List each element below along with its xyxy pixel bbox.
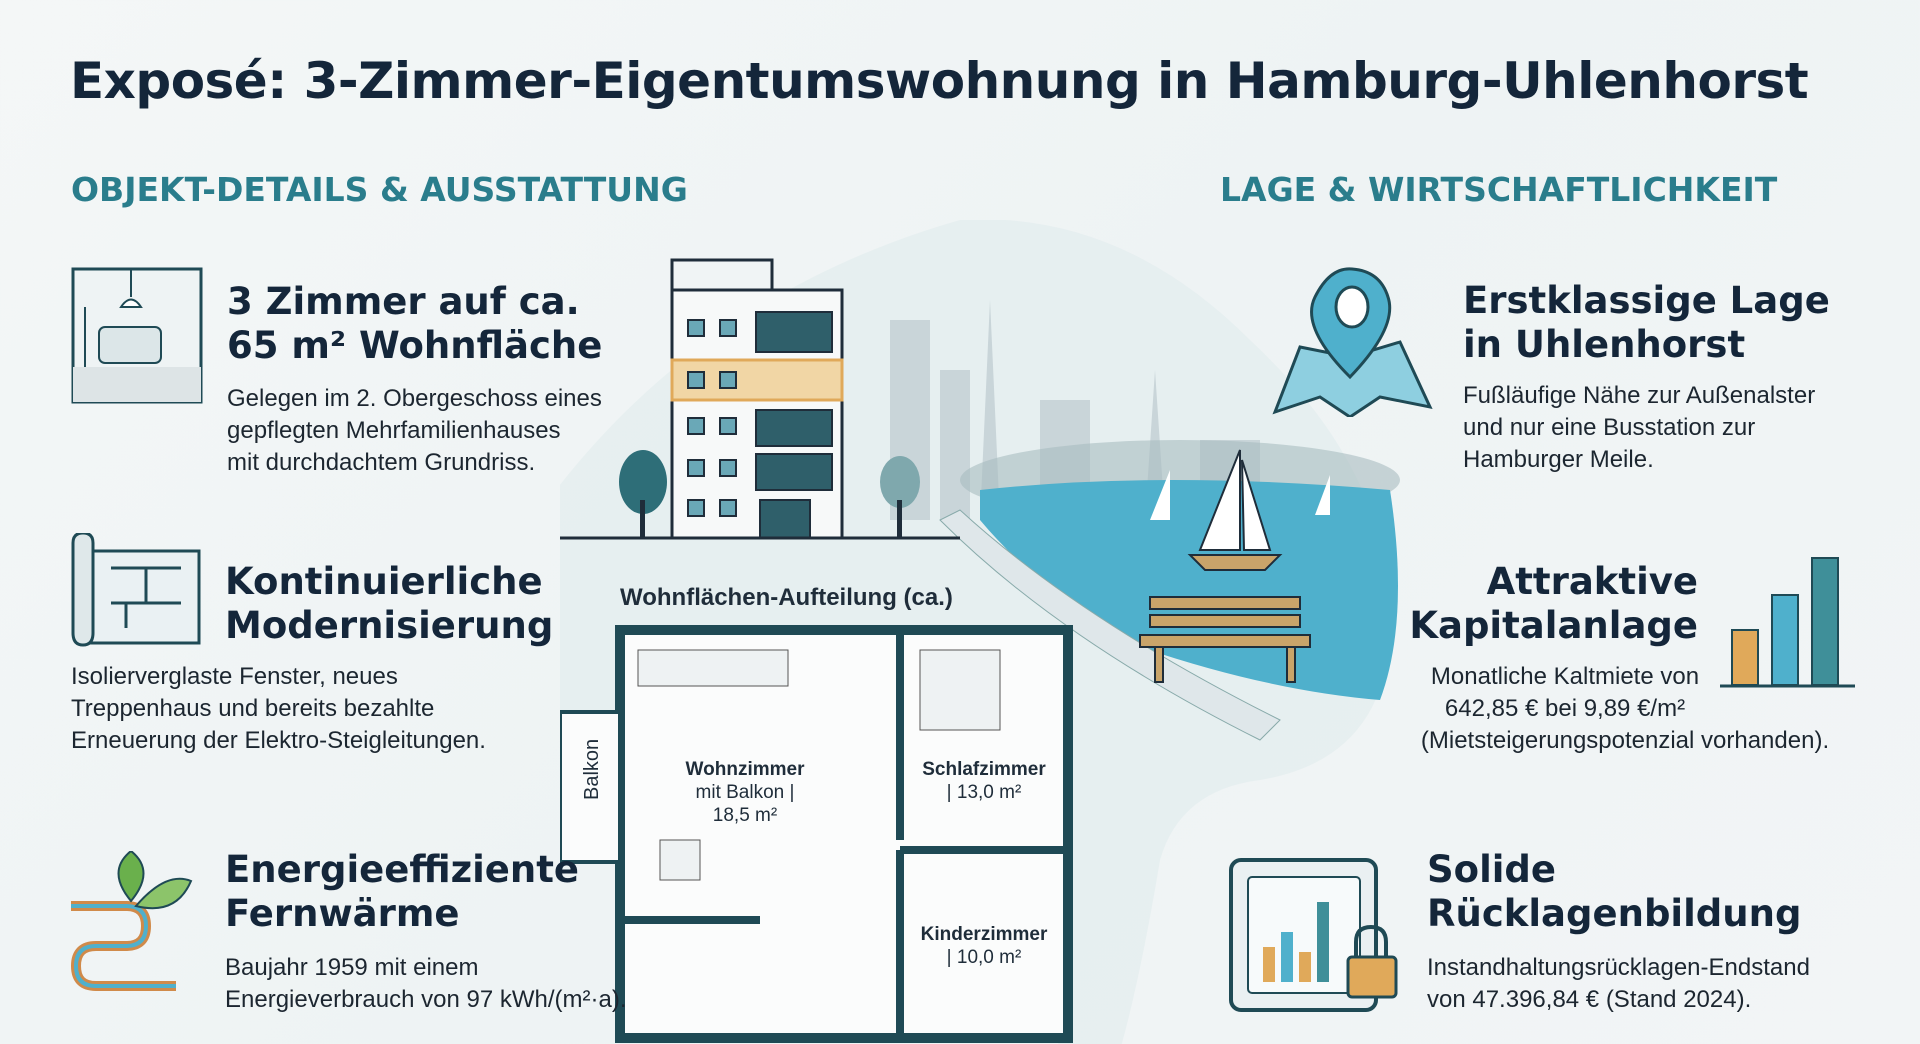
room-label-line2: mit Balkon | (696, 782, 795, 803)
body-line: 642,85 € bei 9,89 €/m² (1444, 695, 1686, 722)
promenade (939, 509, 1281, 741)
body-line: (Mietsteigerungspotenzial vorhanden). (1420, 727, 1830, 754)
heading-line: Attraktive (1486, 560, 1698, 603)
body-line: Energieverbrauch von 97 kWh/(m²·a). (225, 986, 627, 1013)
item-body: Monatliche Kaltmiete von 642,85 € bei 9,8… (1395, 661, 1855, 757)
body-line: gepflegten Mehrfamilienhauses (227, 417, 561, 444)
room-label-kinderzimmer: Kinderzimmer (921, 924, 1048, 945)
right-section-heading: LAGE & WIRTSCHAFTLICHKEIT (1220, 170, 1778, 209)
heading-line: Kontinuierliche (225, 560, 543, 603)
room-label-wohnzimmer: Wohnzimmer (686, 759, 806, 780)
leaf-pipe-icon (70, 851, 193, 991)
room-area-wohnzimmer: 18,5 m² (713, 805, 777, 826)
heading-line: 65 m² Wohnfläche (227, 324, 603, 367)
heading-line: Energieeffiziente (225, 848, 580, 891)
body-line: Instandhaltungsrücklagen-Endstand (1427, 954, 1810, 981)
body-line: Hamburger Meile. (1463, 446, 1654, 473)
blueprint-icon (71, 533, 201, 647)
heading-line: 3 Zimmer auf ca. (227, 280, 580, 323)
bench-icon (1139, 596, 1311, 683)
center-illustration: Wohnflächen-Aufteilung (ca.) Balkon Wohn… (560, 220, 1400, 1044)
body-line: Isolierverglaste Fenster, neues (71, 663, 398, 690)
balcony-label: Balkon (581, 739, 603, 800)
map-pin-icon (1272, 267, 1433, 417)
room-label-schlafzimmer: Schlafzimmer (922, 759, 1046, 780)
body-line: Fußläufige Nähe zur Außenalster (1463, 382, 1816, 409)
heading-line: Erstklassige Lage (1463, 279, 1830, 322)
body-line: Monatliche Kaltmiete von (1430, 663, 1700, 690)
heading-line: Kapitalanlage (1409, 604, 1698, 647)
body-line: Baujahr 1959 mit einem (225, 954, 479, 981)
living-room-icon (71, 267, 203, 404)
bar-chart-icon (1720, 557, 1855, 688)
body-line: von 47.396,84 € (Stand 2024). (1427, 986, 1752, 1013)
left-section-heading: OBJEKT-DETAILS & AUSSTATTUNG (71, 170, 688, 209)
tree-icon (619, 450, 920, 538)
sailboat-icon (1150, 449, 1330, 571)
safe-icon (1229, 858, 1398, 1012)
item-body: Gelegen im 2. Obergeschoss eines gepflegt… (227, 383, 602, 479)
floor-plan: Wohnflächen-Aufteilung (ca.) Balkon Wohn… (560, 584, 1073, 1043)
item-heading: 3 Zimmer auf ca.65 m² Wohnfläche (227, 280, 602, 368)
page-title: Exposé: 3-Zimmer-Eigentumswohnung in Ham… (70, 52, 1809, 110)
item-body: Instandhaltungsrücklagen-Endstand von 47.… (1427, 952, 1810, 1016)
room-area-kinderzimmer: | 10,0 m² (947, 947, 1022, 968)
item-body: Fußläufige Nähe zur Außenalster und nur e… (1463, 380, 1815, 476)
heading-line: Modernisierung (225, 604, 554, 647)
body-line: Gelegen im 2. Obergeschoss eines (227, 385, 602, 412)
apartment-building (560, 258, 960, 540)
heading-line: in Uhlenhorst (1463, 323, 1746, 366)
body-line: Treppenhaus und bereits bezahlte (71, 695, 435, 722)
heading-line: Fernwärme (225, 892, 460, 935)
body-line: und nur eine Busstation zur (1463, 414, 1756, 441)
room-area-schlafzimmer: | 13,0 m² (947, 782, 1022, 803)
floor-plan-title: Wohnflächen-Aufteilung (ca.) (620, 584, 953, 611)
body-line: mit durchdachtem Grundriss. (227, 449, 536, 476)
bar-1 (1731, 629, 1759, 686)
body-line: Erneuerung der Elektro-Steigleitungen. (71, 727, 486, 754)
heading-line: Rücklagenbildung (1427, 892, 1802, 935)
heading-line: Solide (1427, 848, 1557, 891)
